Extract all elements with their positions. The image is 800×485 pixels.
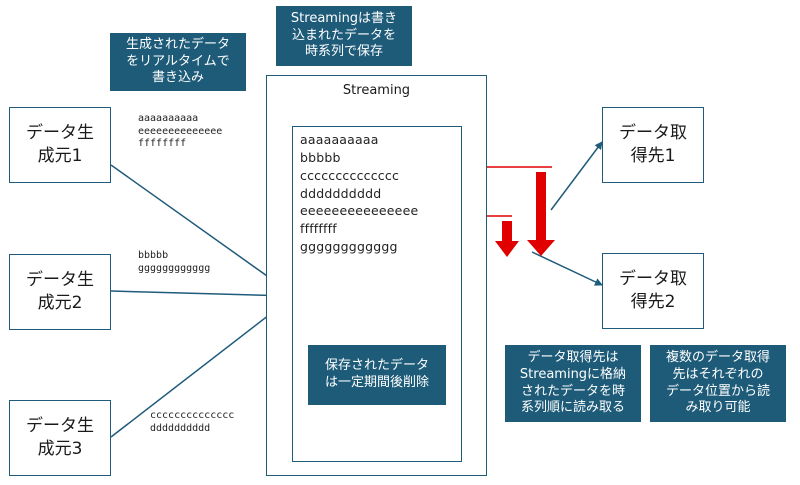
producer2-data: bbbbb gggggggggggg bbox=[138, 250, 211, 274]
stream-record: bbbbb bbox=[300, 150, 341, 165]
consumer2-read-arrow-icon bbox=[495, 221, 519, 257]
stream-record: aaaaaaaaaa bbox=[300, 132, 379, 147]
consumer2-connector bbox=[531, 251, 603, 286]
note-retention: 保存されたデータ は一定期間後削除 bbox=[308, 345, 446, 405]
producer-3: データ生 成元3 bbox=[9, 400, 111, 476]
streaming-container bbox=[266, 75, 487, 476]
note-stream-save: Streamingは書き 込まれたデータを 時系列で保存 bbox=[276, 6, 412, 66]
producer3-data: cccccccccccccc dddddddddd bbox=[150, 410, 235, 434]
consumer1-connector bbox=[550, 141, 603, 211]
consumer-1: データ取 得先1 bbox=[602, 107, 704, 183]
streaming-log bbox=[292, 126, 462, 462]
producer1-connector bbox=[110, 164, 292, 294]
stream-record: eeeeeeeeeeeeeee bbox=[300, 203, 419, 218]
consumer-2: データ取 得先2 bbox=[602, 253, 704, 329]
producer3-connector bbox=[110, 297, 292, 438]
note-realtime-write: 生成されたデータ をリアルタイムで 書き込み bbox=[110, 33, 246, 91]
producer-2: データ生 成元2 bbox=[9, 254, 111, 330]
streaming-title: Streaming bbox=[342, 83, 411, 98]
note-consumer-read: データ取得先は Streamingに格納 されたデータを時 系列順に読み取る bbox=[505, 345, 641, 422]
note-multi-consumer: 複数のデータ取得 先はそれぞれの データ位置から読 み取り可能 bbox=[650, 345, 786, 422]
stream-record: dddddddddd bbox=[300, 186, 382, 201]
consumer1-read-arrow-icon bbox=[527, 172, 555, 256]
stream-record: ffffffff bbox=[300, 221, 337, 236]
producer-1: データ生 成元1 bbox=[9, 107, 111, 183]
stream-record: gggggggggggg bbox=[300, 239, 398, 254]
stream-record: cccccccccccccc bbox=[300, 168, 400, 183]
producer1-data: aaaaaaaaaa eeeeeeeeeeeeee ffffffff bbox=[138, 113, 223, 149]
producer2-connector bbox=[110, 290, 295, 300]
